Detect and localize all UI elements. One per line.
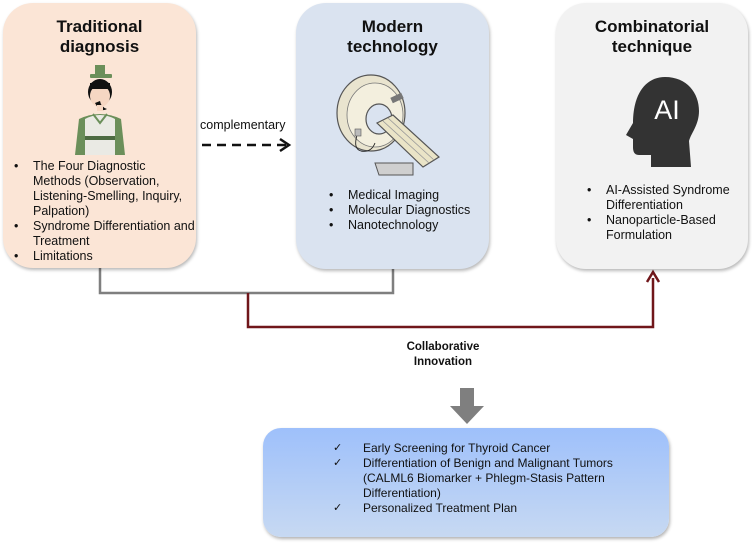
list-item-text: AI-Assisted Syndrome Differentiation <box>606 183 730 212</box>
list-item-text: Nanoparticle-Based Formulation <box>606 213 716 242</box>
list-item: ✓ Early Screening for Thyroid Cancer <box>333 441 653 456</box>
bullet: • <box>329 188 334 202</box>
modern-title: Modern technology <box>296 17 489 57</box>
check-icon: ✓ <box>333 457 343 469</box>
modern-title-text: Modern technology <box>347 17 438 56</box>
list-item: • Molecular Diagnostics <box>326 203 486 218</box>
list-item-text: Syndrome Differentiation and Treatment <box>33 219 195 248</box>
list-item: • Syndrome Differentiation and Treatment <box>11 219 196 249</box>
merge-connector <box>98 268 395 295</box>
bullet: • <box>14 249 19 263</box>
list-item: • Nanoparticle-Based Formulation <box>584 213 744 243</box>
list-item-text: Limitations <box>33 249 93 263</box>
traditional-doctor-icon <box>75 65 125 155</box>
list-item-text: Medical Imaging <box>348 188 440 202</box>
list-item-text: Early Screening for Thyroid Cancer <box>363 441 551 455</box>
combo-title-text: Combinatorial technique <box>594 17 710 56</box>
modern-technology-box: Modern technology • Medical Imaging • Mole… <box>296 3 489 269</box>
list-item: ✓ Personalized Treatment Plan <box>333 501 653 516</box>
bullet: • <box>14 219 19 233</box>
outcome-list: ✓ Early Screening for Thyroid Cancer ✓ Dif… <box>333 441 653 516</box>
list-item-text: Nanotechnology <box>348 218 439 232</box>
innovation-arrowhead-icon <box>645 269 661 283</box>
check-icon: ✓ <box>333 502 343 514</box>
list-item: • Medical Imaging <box>326 188 486 203</box>
bullet: • <box>329 203 334 217</box>
combo-list: • AI-Assisted Syndrome Differentiation • N… <box>584 183 744 243</box>
collab-line-1: Collaborative <box>406 341 480 353</box>
list-item: • Limitations <box>11 249 196 264</box>
bullet: • <box>587 183 592 197</box>
traditional-title-text: Traditional diagnosis <box>56 17 143 56</box>
bullet: • <box>587 213 592 227</box>
combo-title: Combinatorial technique <box>556 17 748 57</box>
modern-list: •Medical Imaging •Molecular Diagnostics … <box>326 188 486 233</box>
list-item-text: Personalized Treatment Plan <box>363 501 518 515</box>
down-arrow-icon <box>450 388 484 424</box>
bullet: • <box>14 159 19 173</box>
list-item: ✓ Differentiation of Benign and Malignant… <box>333 456 653 501</box>
traditional-title: Traditional diagnosis <box>3 17 196 57</box>
traditional-list: • The Four Diagnostic Methods (Observatio… <box>11 159 196 264</box>
list-item-text: The Four Diagnostic Methods (Observation… <box>33 159 183 218</box>
ai-icon-text: AI <box>654 95 680 125</box>
complementary-label: complementary <box>200 118 286 132</box>
ct-scanner-icon <box>336 74 440 176</box>
list-item: • AI-Assisted Syndrome Differentiation <box>584 183 744 213</box>
ai-head-icon: AI <box>626 77 699 167</box>
list-item-text: Differentiation of Benign and Malignant … <box>363 456 613 500</box>
combinatorial-technique-box: Combinatorial technique AI • AI-Assisted … <box>556 3 748 269</box>
list-item: • The Four Diagnostic Methods (Observatio… <box>11 159 196 219</box>
collaborative-innovation-label: Collaborative Innovation <box>383 340 503 370</box>
dashed-arrow-icon <box>202 137 292 153</box>
collab-line-2: Innovation <box>413 356 473 368</box>
bullet: • <box>329 218 334 232</box>
traditional-diagnosis-box: Traditional diagnosis • The Four Diagnost… <box>3 3 196 268</box>
outcome-box: ✓ Early Screening for Thyroid Cancer ✓ Dif… <box>263 428 669 537</box>
list-item-text: Molecular Diagnostics <box>348 203 471 217</box>
list-item: • Nanotechnology <box>326 218 486 233</box>
check-icon: ✓ <box>333 442 343 454</box>
innovation-connector <box>246 278 655 329</box>
